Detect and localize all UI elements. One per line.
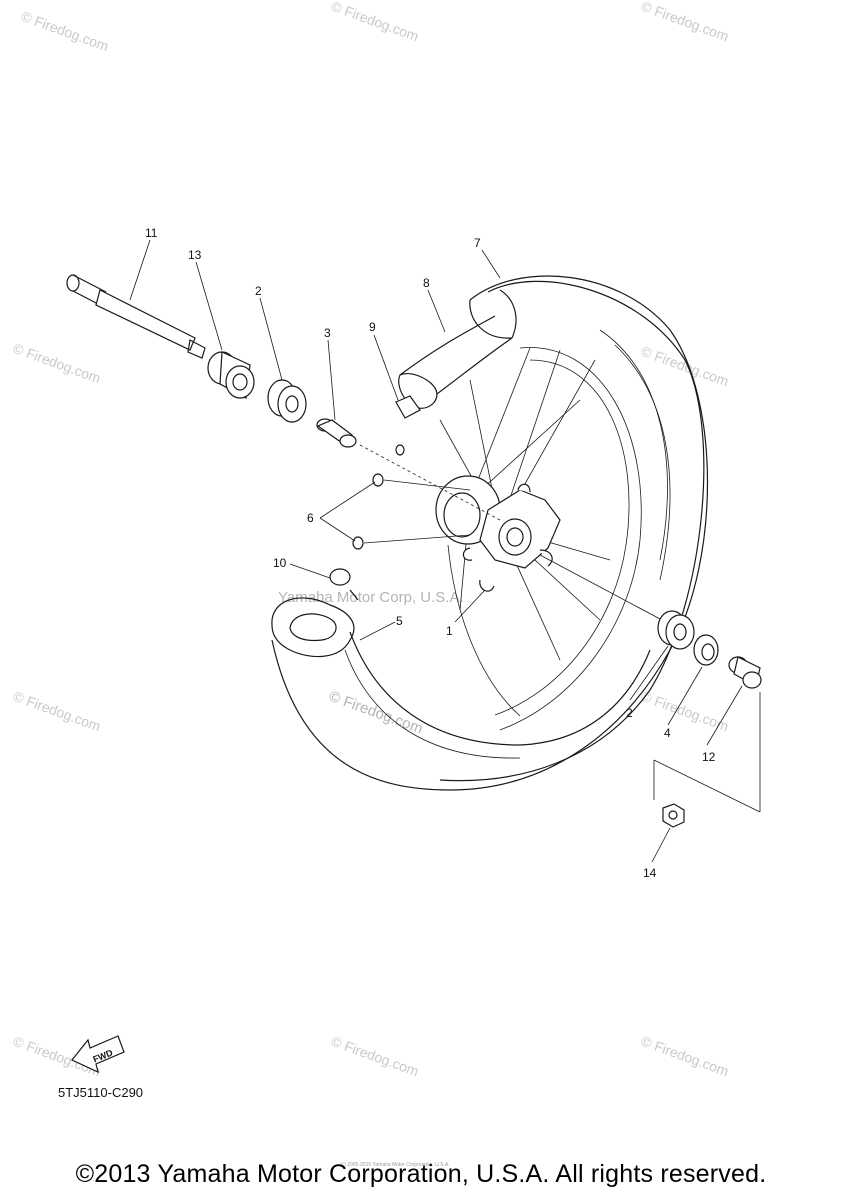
tube-part-5 xyxy=(271,597,651,759)
nut-part-14 xyxy=(662,803,685,828)
bolt-part-6-bottom xyxy=(352,534,471,550)
tire-part-7 xyxy=(271,275,708,791)
watermark-layer: © Firedog.com © Firedog.com © Firedog.co… xyxy=(11,0,731,1079)
hub-part-1 xyxy=(435,475,561,592)
watermark-top-left: © Firedog.com xyxy=(19,8,111,55)
callout-12: 12 xyxy=(702,750,716,764)
spacer-part-3 xyxy=(316,418,357,448)
callout-7: 7 xyxy=(474,236,481,250)
alignment-lines xyxy=(359,444,761,813)
watermark-left-lower: © Firedog.com xyxy=(11,688,103,735)
watermark-bottom-center: © Firedog.com xyxy=(329,1033,421,1080)
callout-1: 1 xyxy=(446,624,453,638)
callout-14: 14 xyxy=(643,866,657,880)
callout-2-right: 2 xyxy=(626,706,633,720)
watermark-right-upper: © Firedog.com xyxy=(639,343,731,390)
callout-11: 11 xyxy=(145,226,158,240)
collar-part-12 xyxy=(728,656,762,689)
callouts: 11 13 2 3 9 8 7 6 10 5 1 2 4 12 14 xyxy=(145,226,716,880)
leader-lines xyxy=(129,239,743,863)
part-code: 5TJ5110-C290 xyxy=(58,1085,144,1100)
callout-13: 13 xyxy=(188,248,202,262)
seal-part-4 xyxy=(693,634,719,666)
footer-copyright: ©2013 Yamaha Motor Corporation, U.S.A. A… xyxy=(75,1160,767,1188)
callout-3: 3 xyxy=(324,326,331,340)
callout-9: 9 xyxy=(369,320,376,334)
footer-small-copyright: (c) 2005-2015 Yamaha Motor Corporation, … xyxy=(340,1162,450,1168)
watermark-bottom-right: © Firedog.com xyxy=(639,1033,731,1080)
collar-part-13 xyxy=(207,351,255,399)
bolt-part-6-top xyxy=(372,473,471,491)
watermark-top-right: © Firedog.com xyxy=(639,0,731,44)
axle-part-11 xyxy=(66,274,206,359)
watermark-center-corp: Yamaha Motor Corp, U.S.A. xyxy=(278,589,464,606)
callout-8: 8 xyxy=(423,276,430,290)
bearing-part-2-left xyxy=(267,379,307,423)
watermark-center-firedog: © Firedog.com xyxy=(327,688,425,738)
bearing-part-2-right xyxy=(657,610,695,650)
watermark-top-center: © Firedog.com xyxy=(329,0,421,44)
callout-10: 10 xyxy=(273,556,287,570)
nut-part-10 xyxy=(329,568,359,601)
watermark-left-upper: © Firedog.com xyxy=(11,340,103,387)
callout-5: 5 xyxy=(396,614,403,628)
callout-4: 4 xyxy=(664,726,671,740)
callout-6: 6 xyxy=(307,511,314,525)
callout-2-left: 2 xyxy=(255,284,262,298)
bolt-part-6-upper xyxy=(395,444,405,456)
valve-part-9 xyxy=(395,395,421,419)
